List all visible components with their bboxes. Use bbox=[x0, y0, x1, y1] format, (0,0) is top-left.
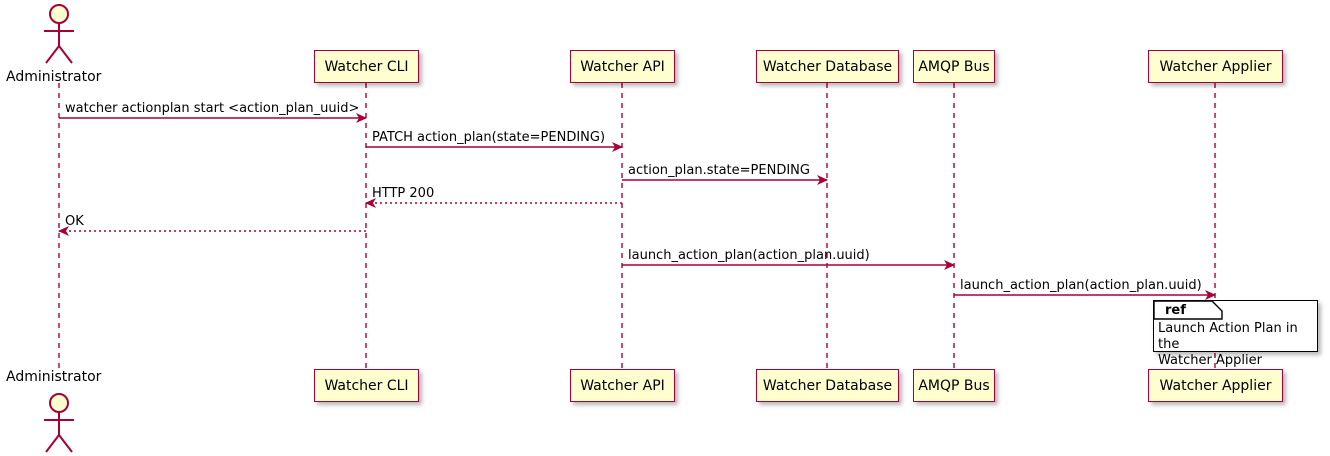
ref-keyword-label: ref bbox=[1165, 303, 1186, 318]
message-label-2: PATCH action_plan(state=PENDING) bbox=[372, 130, 606, 145]
message-label-5: OK bbox=[65, 214, 84, 229]
message-label-6: launch_action_plan(action_plan.uuid) bbox=[628, 248, 870, 263]
participant-box-api-top[interactable]: Watcher API bbox=[570, 50, 675, 83]
message-label-3: action_plan.state=PENDING bbox=[628, 163, 810, 178]
participant-box-api-bottom[interactable]: Watcher API bbox=[570, 369, 675, 402]
message-label-4: HTTP 200 bbox=[372, 186, 435, 201]
actor-figure-administrator-bottom bbox=[44, 393, 74, 453]
participant-box-amqp-top[interactable]: AMQP Bus bbox=[913, 50, 995, 83]
participant-box-db-top[interactable]: Watcher Database bbox=[756, 50, 899, 83]
participant-box-cli-bottom[interactable]: Watcher CLI bbox=[314, 369, 419, 402]
actor-label-administrator-bottom: Administrator bbox=[6, 369, 102, 385]
message-label-7: launch_action_plan(action_plan.uuid) bbox=[960, 278, 1202, 293]
participant-box-applier-top[interactable]: Watcher Applier bbox=[1148, 50, 1283, 83]
participant-box-db-bottom[interactable]: Watcher Database bbox=[756, 369, 899, 402]
participant-box-cli-top[interactable]: Watcher CLI bbox=[314, 50, 419, 83]
ref-tab-shape bbox=[1154, 301, 1223, 320]
ref-fragment-text: Launch Action Plan in the Watcher Applie… bbox=[1158, 321, 1298, 368]
participant-box-applier-bottom[interactable]: Watcher Applier bbox=[1148, 369, 1283, 402]
actor-label-administrator-top: Administrator bbox=[6, 69, 102, 85]
actor-figure-administrator-top bbox=[44, 4, 74, 64]
message-label-1: watcher actionplan start <action_plan_uu… bbox=[65, 101, 360, 116]
participant-box-amqp-bottom[interactable]: AMQP Bus bbox=[913, 369, 995, 402]
